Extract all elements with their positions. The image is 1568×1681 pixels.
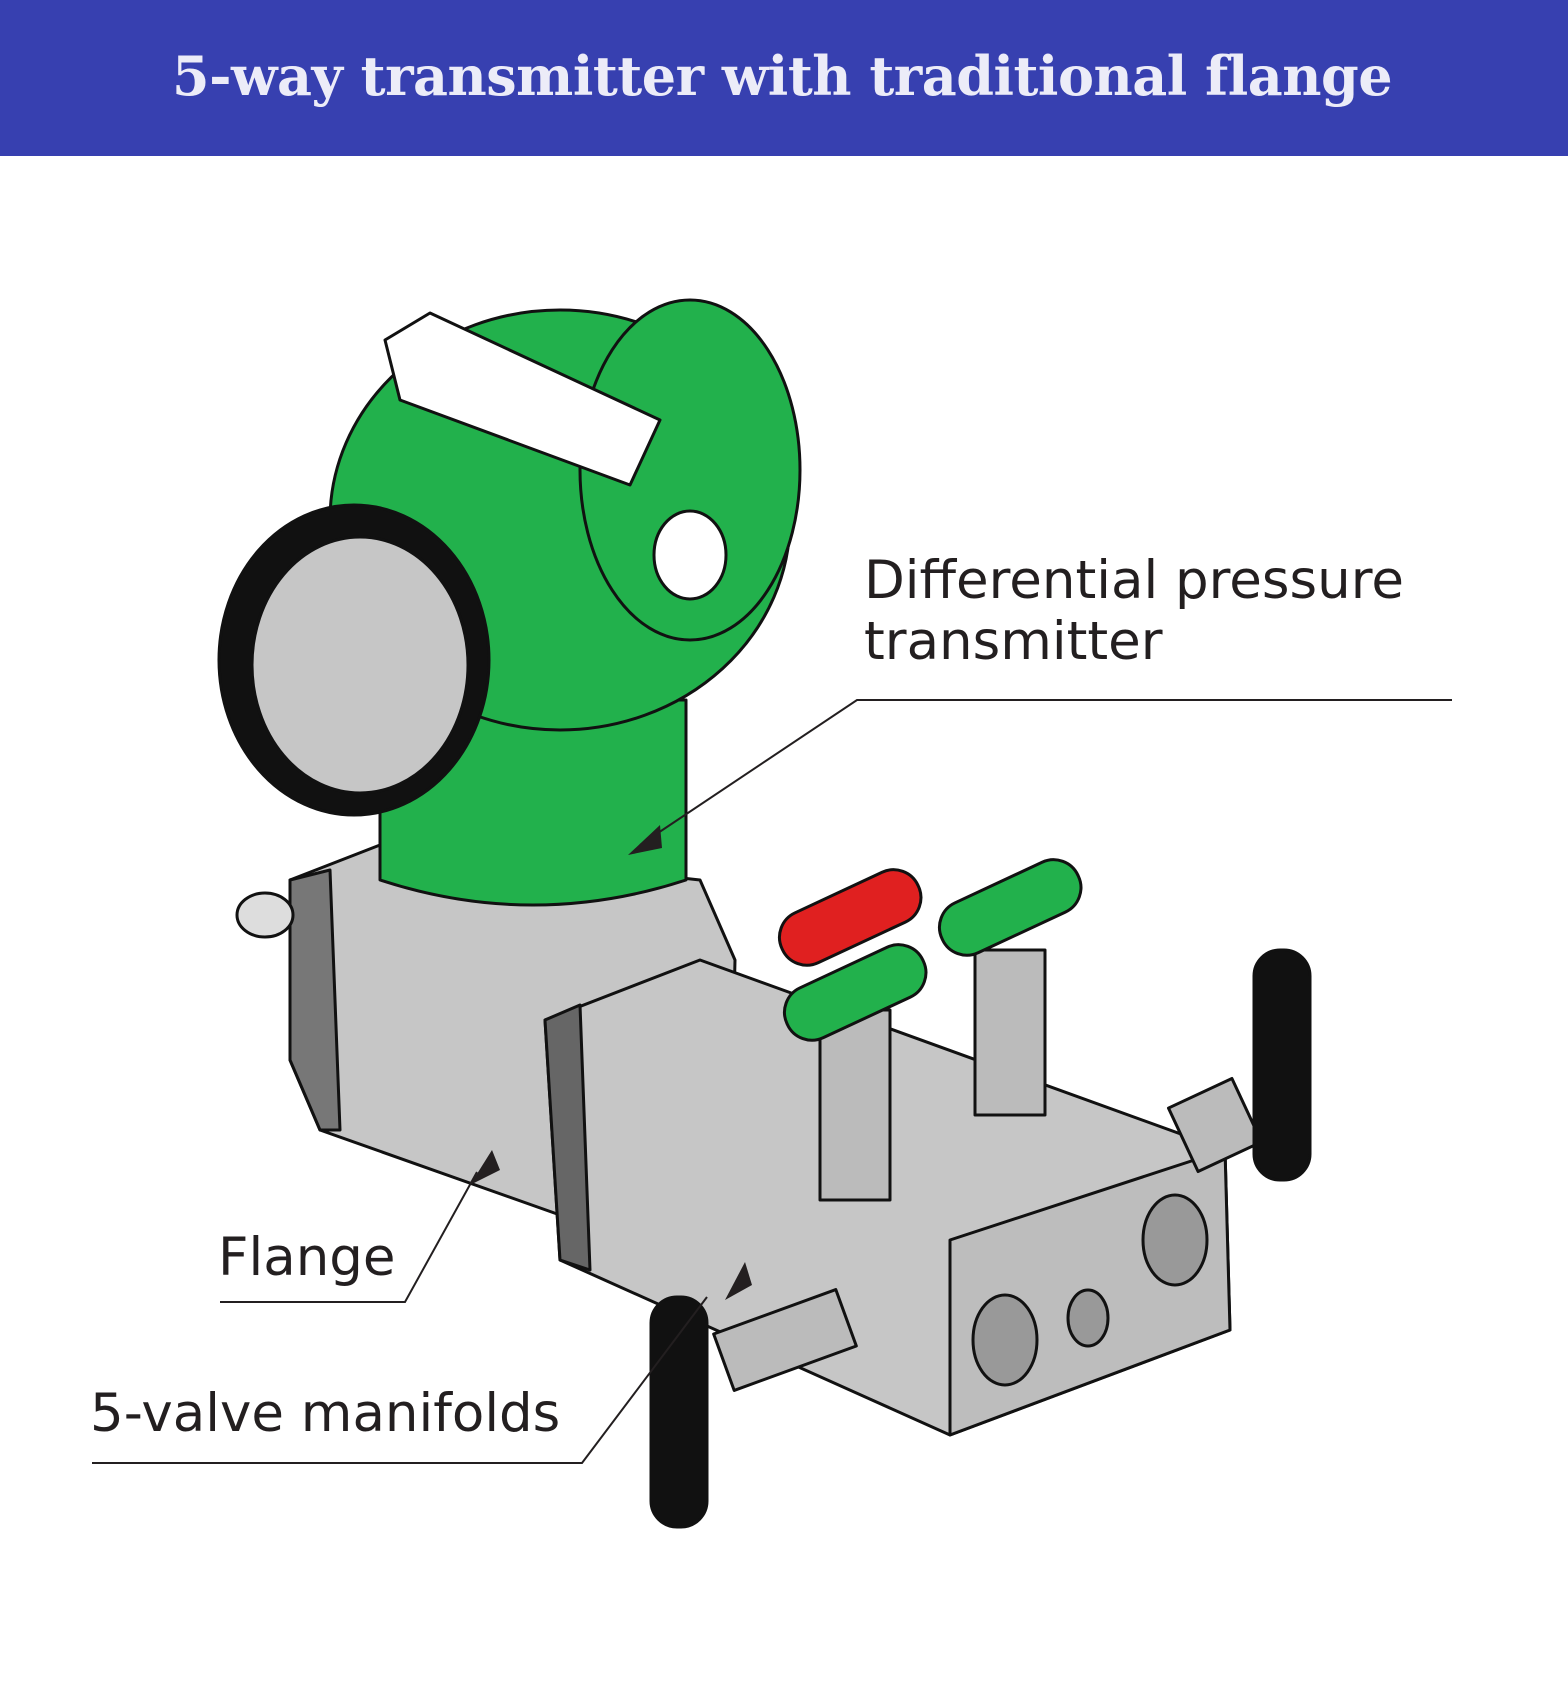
manifold-port [1141,1193,1209,1287]
black-valve-handle [649,1295,709,1529]
housing-top-plate [383,311,662,487]
manifold-label: 5-valve manifolds [90,1383,561,1444]
arrowhead [628,825,662,855]
flange-bolt [235,891,295,939]
red-valve-handle [777,868,923,967]
transmitter-label: Differential pressure transmitter [864,550,1404,673]
manifold-port [971,1293,1039,1387]
flange-label: Flange [218,1227,396,1288]
arrowhead [725,1262,752,1300]
valve-stem [712,1288,858,1392]
housing-rear-cap [578,298,802,642]
transmitter-label-line2: transmitter [864,610,1163,672]
flange-leader [220,1171,478,1303]
cover-face [250,535,470,795]
flange-side [288,868,342,1132]
valve-stem [1166,1076,1264,1174]
title-banner: 5-way transmitter with traditional flang… [0,0,1568,156]
transmitter-leader [639,699,1452,846]
black-valve-handle [1252,948,1312,1182]
transmitter-label-line1: Differential pressure [864,550,1404,611]
manifold-plate [543,1003,592,1272]
valve-stem [818,1008,892,1202]
green-valve-handle [937,858,1083,957]
arrowhead [470,1150,500,1185]
green-valve-handle [782,943,928,1042]
manifold-port [1066,1288,1110,1348]
manifold-leader [92,1296,708,1464]
page-title: 5-way transmitter with traditional flang… [172,44,1393,108]
valve-stem [973,948,1047,1117]
conduit-port [652,509,728,601]
